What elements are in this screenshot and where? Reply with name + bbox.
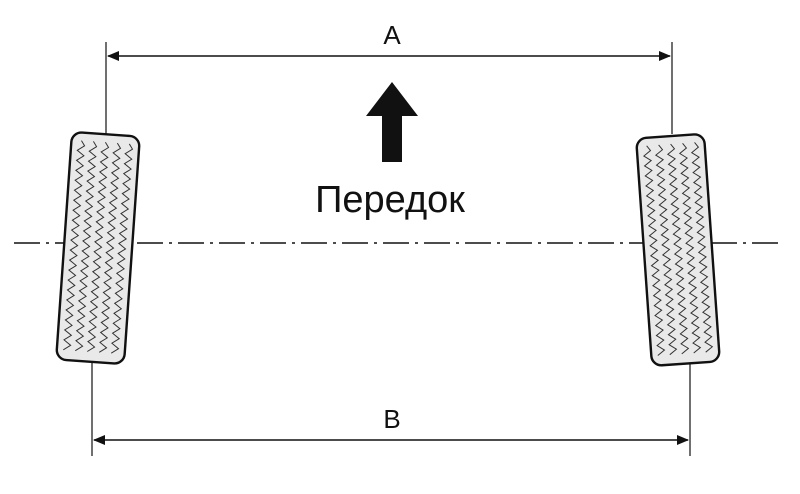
tread-wave — [98, 142, 122, 353]
left-tire-tread — [63, 140, 134, 354]
arrow-up-icon — [366, 82, 418, 162]
right-tire — [635, 133, 721, 367]
right-tire-tread — [643, 142, 714, 356]
tread-wave — [666, 143, 690, 355]
tread-wave — [75, 141, 98, 352]
tread-wave — [86, 142, 110, 352]
tread-wave — [110, 143, 134, 354]
tread-wave — [690, 142, 714, 353]
tread-wave — [654, 144, 678, 356]
dimension-a-label: A — [383, 20, 401, 50]
tread-wave — [678, 142, 702, 354]
tread-wave — [63, 140, 86, 351]
dimension-b-label: B — [383, 404, 400, 434]
tread-wave — [643, 145, 666, 356]
direction-label: Передок — [315, 179, 465, 221]
left-tire — [55, 131, 141, 365]
